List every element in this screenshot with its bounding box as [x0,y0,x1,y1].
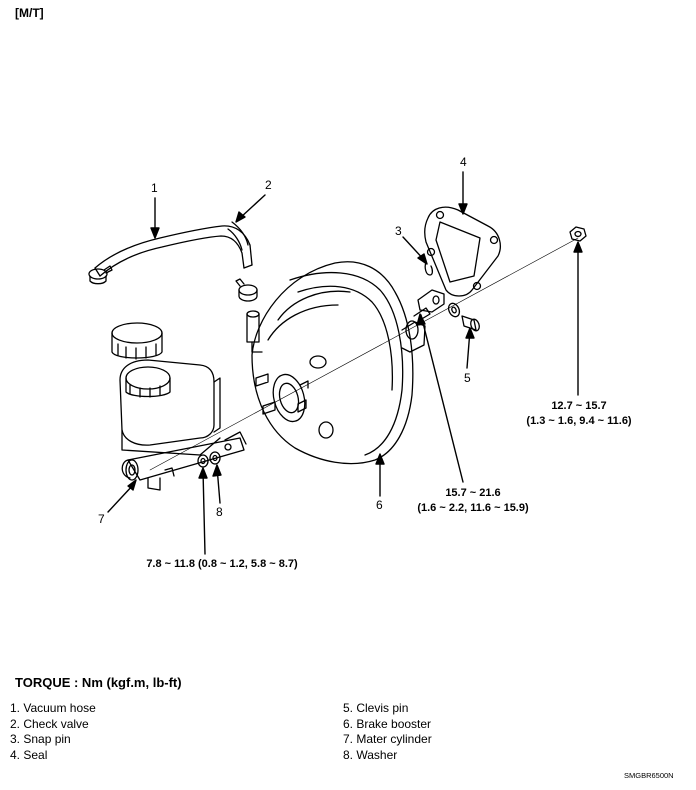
legend-column-right: 5. Clevis pin 6. Brake booster 7. Mater … [343,701,432,763]
torque-spec-nut-alt: (1.3 ~ 1.6, 9.4 ~ 11.6) [526,415,632,427]
snap-pin [424,261,434,276]
reservoir-cap [111,322,163,360]
mounting-nut [569,226,587,242]
callout-5: 5 [464,371,471,385]
torque-spec-clevis-alt: (1.6 ~ 2.2, 11.6 ~ 15.9) [417,502,529,514]
legend-item: 6. Brake booster [343,716,432,731]
legend-item: 7. Mater cylinder [343,732,432,746]
check-valve [246,310,263,353]
torque-spec-clevis-nm: 15.7 ~ 21.6 [445,487,501,499]
brake-booster-diagram [88,171,587,555]
legend-item: 5. Clevis pin [343,701,409,715]
legend-column-left: 1. Vacuum hose 2. Check valve 3. Snap pi… [10,701,96,763]
assembly-axis [149,237,579,471]
torque-spec-clevis: 15.7 ~ 21.6 (1.6 ~ 2.2, 11.6 ~ 15.9) [401,486,545,516]
legend-item: 2. Check valve [10,716,89,731]
callout-6: 6 [376,498,383,512]
brake-booster [251,261,431,465]
legend-title: TORQUE : Nm (kgf.m, lb-ft) [15,675,182,690]
callout-7: 7 [98,512,105,526]
legend-item: 4. Seal [10,747,48,762]
callout-1: 1 [151,181,158,195]
legend-item: 1. Vacuum hose [10,701,96,715]
legend-item: 3. Snap pin [10,732,71,746]
callout-4: 4 [460,155,467,169]
clevis-pin [447,302,480,332]
legend-item: 8. Washer [343,747,398,762]
callout-2: 2 [265,178,272,192]
hose-clamp-right [235,278,258,302]
washer [197,451,221,468]
callout-8: 8 [216,505,223,519]
torque-spec-nut-nm: 12.7 ~ 15.7 [551,400,607,412]
figure-code: SMGBR6500N [624,771,674,780]
torque-spec-master-cylinder-text: 7.8 ~ 11.8 (0.8 ~ 1.2, 5.8 ~ 8.7) [146,558,298,570]
clevis [417,289,445,313]
seal-gasket [424,206,501,297]
torque-spec-master-cylinder: 7.8 ~ 11.8 (0.8 ~ 1.2, 5.8 ~ 8.7) [126,557,318,572]
torque-spec-nut: 12.7 ~ 15.7 (1.3 ~ 1.6, 9.4 ~ 11.6) [512,399,646,429]
vacuum-hose [94,221,253,277]
master-cylinder [119,359,247,491]
hose-clamp-left [88,265,113,285]
leader-lines [107,171,583,555]
callout-3: 3 [395,224,402,238]
mode-label: [M/T] [15,6,44,20]
